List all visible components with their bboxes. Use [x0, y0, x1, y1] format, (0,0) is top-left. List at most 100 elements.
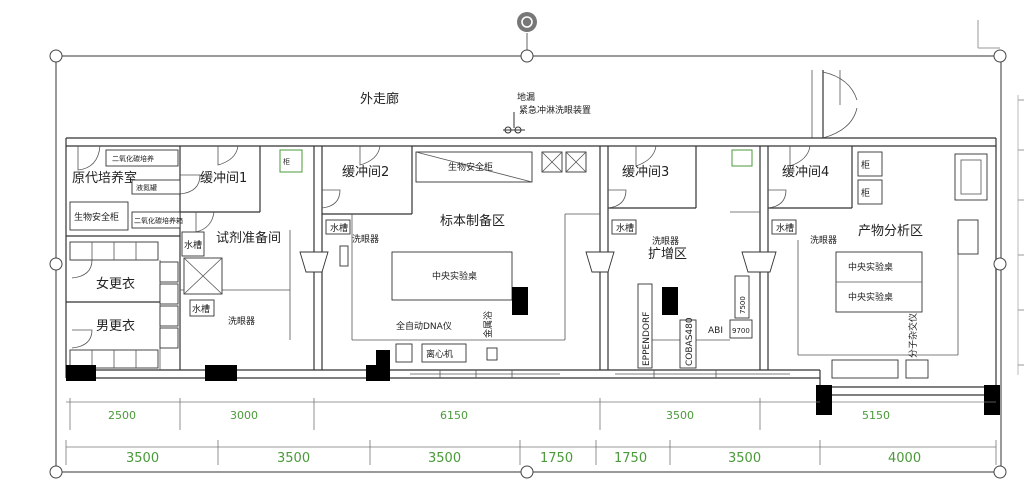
- central-bench-product1-label: 中央实验桌: [848, 261, 893, 273]
- sample-prep-cabinets: [541, 151, 587, 173]
- amp-eyewash-label: 洗眼器: [652, 235, 679, 247]
- selection-handles[interactable]: [49, 49, 1007, 479]
- buffer4-cabinets: [857, 151, 883, 205]
- central-bench-sample-label: 中央实验桌: [432, 270, 477, 282]
- sample-eyewash-label: 洗眼器: [352, 233, 379, 245]
- outer-dim-2: 3500: [277, 451, 310, 466]
- side-ruler: [1017, 95, 1024, 375]
- cobas-box: [679, 319, 697, 369]
- liquid-nitrogen-label: 液氮罐: [136, 183, 157, 192]
- resize-handle-top: [520, 49, 534, 63]
- corridor-label: 外走廊: [360, 91, 399, 107]
- outer-dim-7: 4000: [888, 451, 921, 466]
- outer-dimension-line: [65, 440, 997, 465]
- eyewash-device-label: 紧急冲淋洗眼装置: [519, 104, 591, 116]
- abi-label: ABI: [708, 326, 723, 336]
- bsc-small-label: 生物安全柜: [74, 211, 119, 223]
- dna-instrument-box: [395, 343, 413, 363]
- buffer3-label: 缓冲间3: [622, 165, 669, 180]
- product-sink-label: 水槽: [776, 222, 794, 234]
- product-eyewash-label: 洗眼器: [810, 234, 837, 246]
- buffer1-switch-label: 柜: [283, 157, 290, 166]
- amp-column: [662, 287, 678, 315]
- image-analysis-box: [831, 359, 899, 379]
- eppendorf-label: EPPENDORF: [642, 312, 652, 366]
- abi-7500-label: 7500: [739, 296, 747, 314]
- buffer4-cabinet1-label: 柜: [861, 159, 870, 171]
- reagent-sink2-box: [189, 299, 215, 317]
- buffer1-label: 缓冲间1: [200, 171, 247, 186]
- outer-dim-3: 3500: [428, 451, 461, 466]
- sample-shelf: [339, 245, 349, 267]
- rotate-handle[interactable]: [517, 12, 537, 56]
- door-swings: [71, 145, 811, 349]
- resize-handle-left: [49, 257, 63, 271]
- molecular-hybrid-label: 分子杂交仪: [907, 313, 919, 358]
- centrifuge-label: 离心机: [426, 348, 453, 360]
- outer-dim-1: 3500: [126, 451, 159, 466]
- reagent-cabinet: [183, 257, 223, 295]
- floor-drain-label: 地漏: [517, 91, 535, 103]
- outer-dim-5: 1750: [614, 451, 647, 466]
- co2-incubator2-label: 二氧化碳培养箱: [134, 216, 183, 225]
- inner-dim-4: 3500: [666, 409, 694, 422]
- resize-handle-top-right: [993, 49, 1007, 63]
- outer-dim-6: 3500: [728, 451, 761, 466]
- male-locker-label: 男更衣: [96, 318, 135, 334]
- reagent-sink-box: [181, 231, 205, 257]
- central-bench-sample: [391, 251, 513, 301]
- reagent-prep-label: 试剂准备间: [216, 230, 281, 246]
- sample-sink-label: 水槽: [330, 222, 348, 234]
- outer-dim-4: 1750: [540, 451, 573, 466]
- amplification-label: 扩增区: [648, 247, 687, 262]
- buffer4-cabinet2-label: 柜: [861, 187, 870, 199]
- centrifuge-box: [421, 343, 467, 363]
- inner-dim-1: 2500: [108, 409, 136, 422]
- buffer4-label: 缓冲间4: [782, 165, 829, 180]
- locker-cabinets: [69, 241, 179, 369]
- product-sink-box: [771, 219, 797, 235]
- pass-windows: [299, 251, 777, 273]
- co2-incubator-label: 二氧化碳培养: [112, 154, 154, 163]
- structural-columns: [66, 350, 1000, 415]
- south-windows: [410, 370, 790, 378]
- inner-dim-2: 3000: [230, 409, 258, 422]
- metal-bath-box: [486, 347, 498, 361]
- amp-sink-label: 水槽: [616, 222, 634, 234]
- inner-dimension-line: [66, 398, 996, 430]
- inner-dim-5: 5150: [862, 409, 890, 422]
- liquid-nitrogen-box: [131, 179, 181, 195]
- resize-handle-top-left: [49, 49, 63, 63]
- product-cabinet-tall: [954, 153, 988, 201]
- bsc-small-box: [69, 201, 129, 231]
- sample-column: [512, 287, 528, 315]
- resize-handle-bottom-right: [993, 465, 1007, 479]
- product-analysis-label: 产物分析区: [858, 224, 923, 239]
- buffer3-switch-panel: [731, 149, 753, 167]
- resize-handle-right: [993, 257, 1007, 271]
- metal-bath-label: 金属浴: [482, 311, 494, 338]
- eyewash-device-icon: [503, 112, 525, 134]
- reagent-sink-label: 水槽: [184, 239, 202, 251]
- buffer1-switch-panel: [279, 149, 303, 173]
- resize-handle-bottom-left: [49, 465, 63, 479]
- inner-dim-3: 6150: [440, 409, 468, 422]
- abi-9700-label: 9700: [732, 327, 750, 335]
- abi-7500-box: [734, 275, 750, 319]
- eppendorf-box: [637, 283, 653, 369]
- co2-incubator-box: [105, 149, 179, 167]
- dna-instrument-label: 全自动DNA仪: [396, 320, 452, 332]
- primary-culture-label: 原代培养室: [72, 170, 137, 186]
- reagent-sink2-label: 水槽: [192, 303, 210, 315]
- amp-sink-box: [611, 219, 637, 235]
- sample-prep-label: 标本制备区: [440, 213, 505, 229]
- resize-handle-bottom: [520, 465, 534, 479]
- bsc-main-label: 生物安全柜: [448, 161, 493, 173]
- bsc-main-cross: [415, 151, 533, 183]
- co2-incubator2-box: [131, 211, 181, 229]
- cobas-label: COBAS480: [685, 317, 695, 366]
- molecular-hybrid-box: [905, 359, 929, 379]
- buffer2-label: 缓冲间2: [342, 165, 389, 180]
